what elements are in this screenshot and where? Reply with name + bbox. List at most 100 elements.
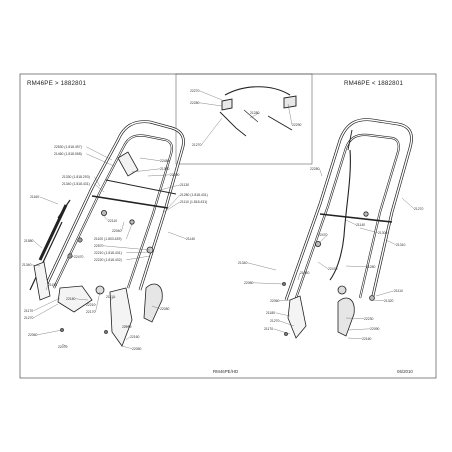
leader-line-inset-1: [199, 102, 223, 107]
callout-label-left-24: 22210: [86, 303, 96, 307]
leader-line-left-21: [33, 297, 61, 311]
callout-label-right-0: 22280: [310, 167, 320, 171]
leader-line-left-30: [121, 345, 133, 349]
leader-line-left-20: [31, 264, 41, 267]
callout-label-left-11: 21110 (1.818.431): [180, 200, 207, 204]
leader-line-left-25: [95, 291, 101, 312]
callout-label-left-15: 22210 (1.818.431): [94, 251, 122, 255]
leader-line-left-1: [86, 153, 115, 167]
callout-label-inset-3: 22290: [292, 123, 302, 127]
leader-line-right-8: [345, 265, 367, 267]
leader-line-right-2: [359, 227, 379, 233]
callout-label-left-20: 21340: [22, 263, 32, 267]
callout-label-right-16: 22230: [364, 317, 374, 321]
leader-line-right-0: [319, 168, 323, 177]
leader-line-right-19: [371, 299, 385, 301]
callout-label-right-3: 21310: [396, 243, 406, 247]
left-control-rod: [105, 179, 177, 195]
leader-line-left-26: [109, 296, 116, 301]
leader-line-inset-0: [199, 90, 223, 101]
leader-line-left-16: [126, 255, 151, 260]
left-screw-2: [104, 330, 108, 334]
callout-label-left-32: 22070: [58, 345, 68, 349]
leader-line-inset-4: [201, 117, 223, 145]
leader-line-left-6: [131, 168, 161, 173]
left-knob-4: [129, 219, 135, 225]
callout-label-right-7: 21340: [300, 271, 310, 275]
right-knob-2: [314, 240, 321, 247]
callout-label-left-1: 21460 (1.818.058): [54, 152, 82, 156]
callout-label-right-13: 21180: [266, 311, 275, 315]
callout-label-left-5: 22480: [160, 159, 170, 163]
callout-label-inset-0: 22270: [190, 89, 200, 93]
callout-label-right-15: 21170: [264, 327, 273, 331]
callout-label-right-17: 22090: [370, 327, 380, 331]
callout-label-inset-2: 21280: [250, 111, 260, 115]
inset-bracket-right: [283, 95, 297, 109]
callout-label-left-22: 21270: [24, 316, 34, 320]
right-cable: [329, 149, 351, 281]
leader-line-left-33: [151, 305, 161, 309]
leader-line-right-11: [253, 282, 285, 285]
inset-cable-left: [219, 111, 247, 137]
callout-label-right-6: 22470: [328, 267, 338, 271]
left-knob-3: [101, 209, 108, 216]
leader-line-left-31: [37, 329, 63, 335]
right-knob-4: [369, 295, 375, 301]
leader-line-left-18: [33, 240, 43, 249]
callout-label-left-33: 22080: [160, 307, 170, 311]
callout-label-right-4: 21140: [356, 223, 365, 227]
leader-line-left-15: [126, 251, 151, 253]
leader-line-right-6: [317, 261, 329, 269]
left-grip-cover: [143, 283, 163, 323]
leader-line-right-3: [385, 239, 397, 245]
leader-line-left-12: [121, 221, 125, 231]
left-bolt-1: [77, 237, 83, 243]
inset-handle-detail: [219, 86, 297, 137]
leader-line-right-12: [279, 299, 291, 301]
leader-line-left-7: [147, 174, 171, 177]
left-handle-inner: [53, 134, 174, 289]
callout-label-right-10: 21340: [238, 261, 248, 265]
right-grip-cover: [337, 297, 355, 337]
footer-code: RM46PE/HD: [213, 369, 239, 374]
leader-line-left-29: [125, 336, 131, 341]
left-side-plate: [33, 261, 51, 301]
left-handle-outer-hollow: [43, 120, 185, 291]
left-control-lever: [117, 151, 139, 177]
right-handle-outer-hollow: [285, 118, 413, 301]
leader-line-left-24: [95, 303, 97, 305]
leader-line-left-3: [94, 183, 105, 193]
leader-line-right-18: [347, 337, 363, 339]
leader-line-left-13: [126, 223, 133, 239]
callout-label-left-17: 21140: [186, 237, 195, 241]
inset-bracket-left: [221, 98, 233, 111]
callout-label-left-18: 21580: [24, 239, 34, 243]
leader-line-left-10: [167, 194, 181, 209]
leader-lines: [31, 90, 415, 349]
callout-label-inset-1: 22280: [190, 101, 200, 105]
left-dark-rod: [38, 204, 68, 261]
callout-label-left-8: 21130: [180, 183, 189, 187]
callout-label-right-11: 22080: [244, 281, 254, 285]
leader-line-right-9: [375, 290, 395, 297]
callout-label-right-12: 22060: [270, 299, 280, 303]
left-model-title: RM46PE > 1882801: [27, 80, 87, 87]
leader-line-right-5: [319, 234, 328, 243]
callout-label-left-27: 21150: [48, 283, 57, 287]
callout-label-left-14: 22570: [94, 244, 104, 248]
leader-line-right-7: [297, 272, 301, 281]
leader-line-right-1: [401, 197, 415, 209]
callout-label-left-10: 21280 (1.818.431): [180, 193, 208, 197]
leader-line-right-17: [347, 328, 371, 331]
leader-line-left-22: [33, 303, 59, 318]
callout-label-left-3: 21340 (1.818.431): [62, 182, 90, 186]
callout-label-left-25: 22170: [86, 310, 96, 314]
callout-label-right-2: 21300: [378, 231, 388, 235]
callout-label-left-16: 22220 (1.818.432): [94, 258, 122, 262]
callout-label-right-14: 21270: [270, 319, 280, 323]
inset-cable-right: [267, 115, 293, 131]
